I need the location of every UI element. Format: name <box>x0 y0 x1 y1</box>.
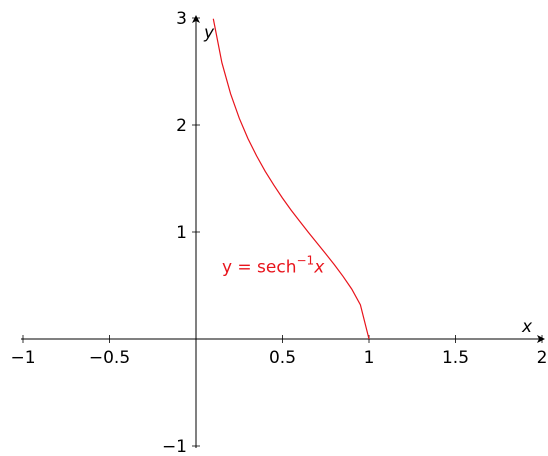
x-tick-label: 2 <box>537 348 548 368</box>
series-label-superscript: −1 <box>297 254 315 268</box>
y-axis-label: y <box>203 23 215 43</box>
y-tick-label: −1 <box>162 437 187 456</box>
y-tick-label: 2 <box>176 116 187 136</box>
series-label-suffix: x <box>313 258 325 278</box>
x-tick-label: −0.5 <box>89 348 130 368</box>
series-line <box>212 18 370 340</box>
series-label-prefix: y = sech <box>222 258 297 278</box>
x-tick-label: 1 <box>364 348 375 368</box>
x-tick-label: 1.5 <box>442 348 469 368</box>
y-tick-label: 3 <box>176 9 187 29</box>
series-label: y = sech−1x <box>222 254 325 278</box>
x-tick-label: 0.5 <box>269 348 296 368</box>
x-axis-label: x <box>521 317 533 337</box>
x-tick-label: −1 <box>10 348 35 368</box>
y-ticks: −1 1 2 3 <box>162 9 200 456</box>
y-tick-label: 1 <box>176 223 187 243</box>
x-ticks: −1 −0.5 0.5 1 1.5 2 <box>10 335 547 368</box>
